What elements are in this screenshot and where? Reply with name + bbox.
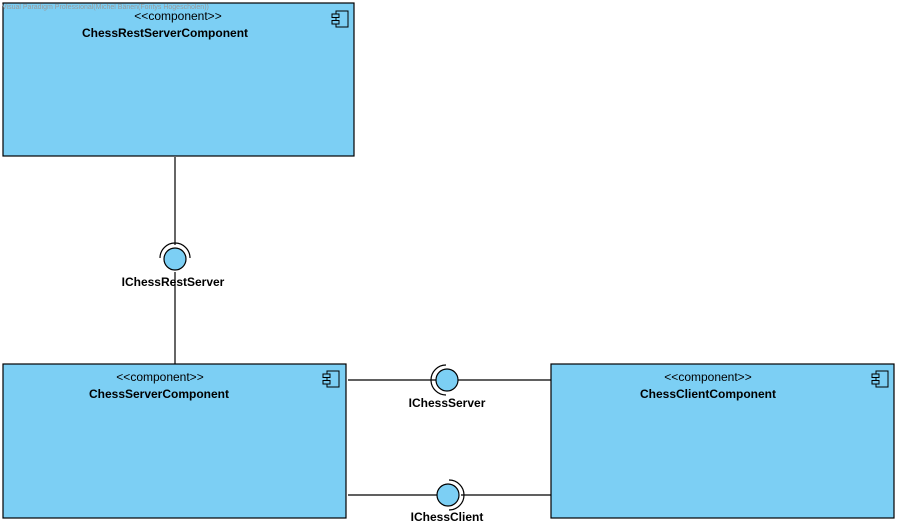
component-box — [550, 363, 895, 519]
provided-ball-icon — [163, 247, 187, 271]
interface-label: IChessRestServer — [122, 275, 225, 289]
component-icon — [871, 370, 889, 388]
component-box — [2, 363, 347, 519]
component-name: ChessRestServerComponent — [82, 26, 248, 40]
watermark-text: Visual Paradigm Professional(Michel Bäne… — [2, 4, 209, 11]
component-name: ChessClientComponent — [640, 387, 776, 401]
component-box — [2, 2, 355, 157]
interface-label: IChessClient — [411, 510, 484, 524]
component-icon — [331, 10, 349, 28]
component-stereotype: <<component>> — [116, 370, 203, 384]
component-chess-server[interactable]: <<component>> ChessServerComponent — [2, 363, 347, 519]
required-socket-icon — [430, 364, 447, 396]
interface-label: IChessServer — [409, 396, 486, 410]
component-chess-rest-server[interactable]: <<component>> ChessRestServerComponent — [2, 2, 355, 157]
provided-ball-icon — [436, 483, 460, 507]
provided-ball-icon — [435, 368, 459, 392]
component-stereotype: <<component>> — [134, 9, 221, 23]
required-socket-icon — [159, 242, 191, 259]
component-icon — [322, 370, 340, 388]
interface-ichessclient[interactable]: IChessClient — [411, 479, 484, 524]
component-name: ChessServerComponent — [89, 387, 229, 401]
interface-ichessserver[interactable]: IChessServer — [409, 364, 486, 410]
interface-ichessrestserver[interactable]: IChessRestServer — [122, 242, 225, 289]
component-chess-client[interactable]: <<component>> ChessClientComponent — [550, 363, 895, 519]
required-socket-icon — [448, 479, 465, 511]
component-stereotype: <<component>> — [664, 370, 751, 384]
